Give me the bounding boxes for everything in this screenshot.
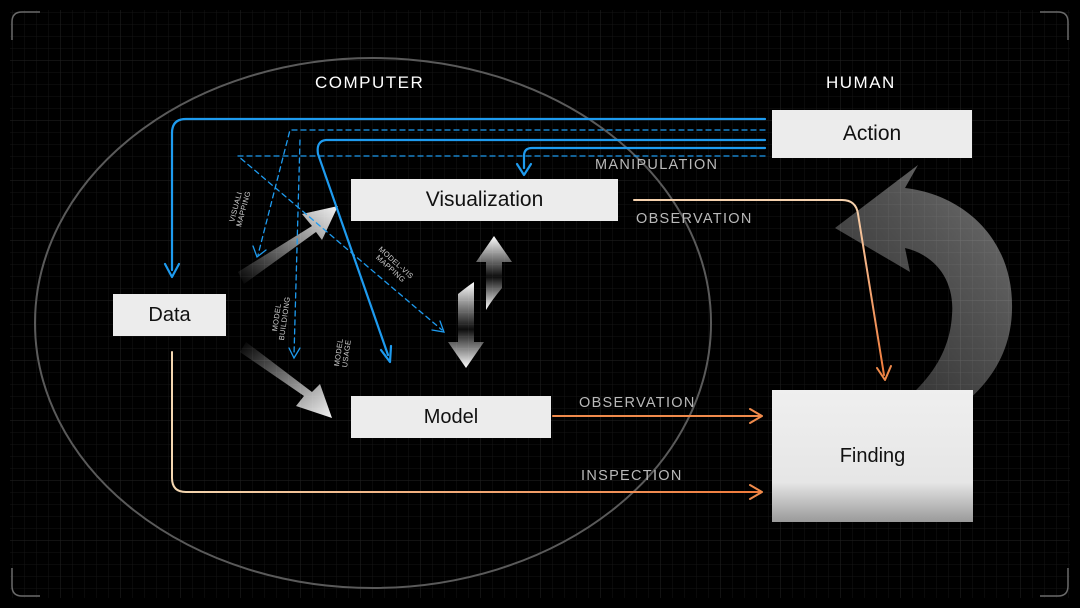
computer-header: COMPUTER	[315, 73, 425, 92]
manipulation-label: MANIPULATION	[595, 157, 719, 173]
action-to-model-link	[316, 138, 767, 357]
data-to-vis-arrow	[238, 206, 338, 284]
inspection-label: INSPECTION	[581, 468, 683, 484]
action-to-data-link	[170, 117, 767, 272]
frame-corners	[11, 11, 1069, 597]
arrowhead-model	[379, 344, 393, 364]
dashed-visual-mapping	[257, 129, 766, 256]
finding-box-fill	[772, 390, 973, 522]
dashed-model-vis-mapping	[236, 155, 766, 331]
action-node: Action	[772, 110, 972, 158]
data-node: Data	[113, 294, 226, 336]
model-node: Model	[351, 396, 551, 438]
dashed-model-building	[293, 139, 301, 356]
data-to-model-arrow	[240, 342, 332, 418]
human-header: HUMAN	[826, 73, 896, 92]
finding-node: Finding	[839, 444, 906, 467]
computer-ellipse	[34, 57, 712, 589]
vis-model-double-arrow	[448, 236, 512, 368]
observation-vis-label: OBSERVATION	[636, 211, 753, 227]
arrowhead-data	[163, 262, 181, 279]
arrowhead-vis	[515, 162, 533, 177]
data-to-finding-link	[171, 351, 761, 493]
visualization-node: Visualization	[351, 179, 618, 221]
action-to-vis-link	[522, 146, 767, 170]
vis-to-finding-link	[633, 199, 885, 376]
observation-model-label: OBSERVATION	[579, 395, 696, 411]
